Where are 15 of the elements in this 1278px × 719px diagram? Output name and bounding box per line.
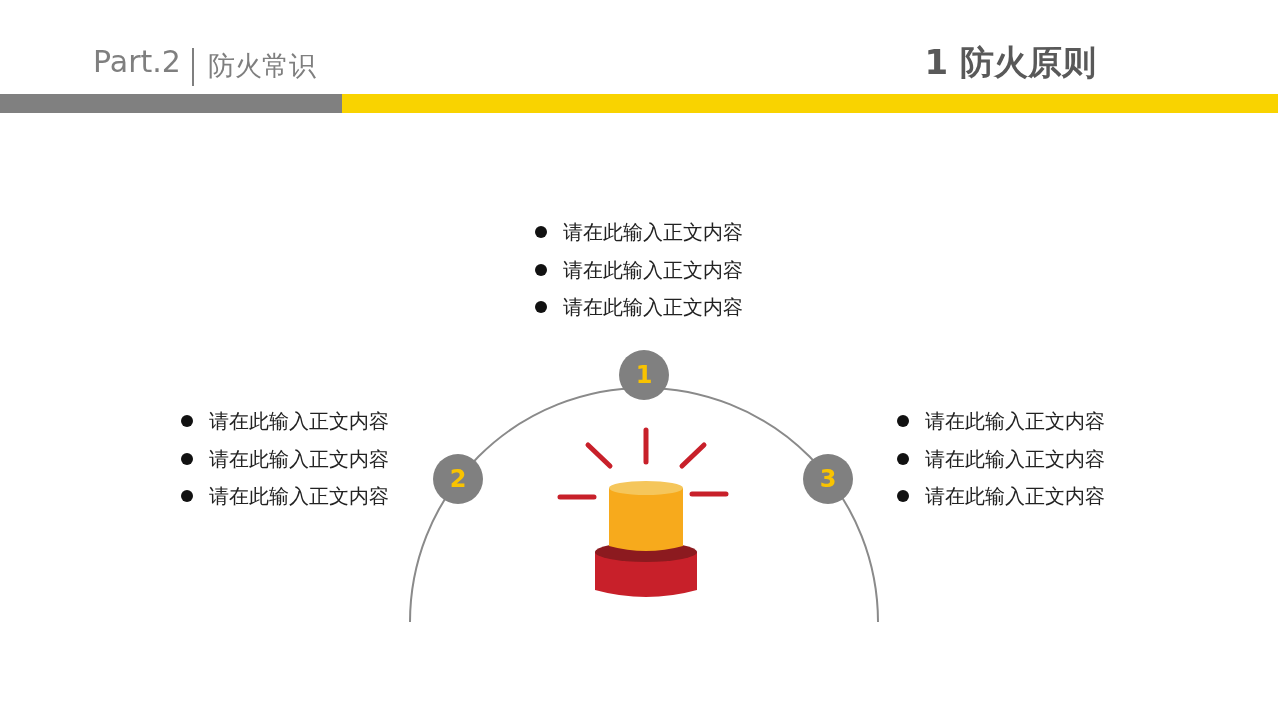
- bullet-text: 请在此输入正文内容: [535, 219, 743, 245]
- bullet-text: 请在此输入正文内容: [181, 483, 389, 509]
- slide-title: 1 防火原则: [924, 41, 1096, 84]
- bullet-text: 请在此输入正文内容: [897, 408, 1105, 434]
- header-text: Part.2: [93, 44, 181, 79]
- bullet-text: 请在此输入正文内容: [181, 445, 389, 472]
- bullet-text: 请在此输入正文内容: [535, 294, 743, 320]
- number-circle: 3: [803, 454, 853, 504]
- number-circle: 1: [619, 350, 669, 400]
- bullet-text: 请在此输入正文内容: [181, 408, 389, 434]
- number-circle: 2: [433, 454, 483, 504]
- bullet-text: 请在此输入正文内容: [535, 256, 743, 283]
- bullet-text: 请在此输入正文内容: [897, 483, 1105, 509]
- bullet-text: 请在此输入正文内容: [897, 445, 1105, 472]
- header-text: 防火常识: [208, 49, 316, 83]
